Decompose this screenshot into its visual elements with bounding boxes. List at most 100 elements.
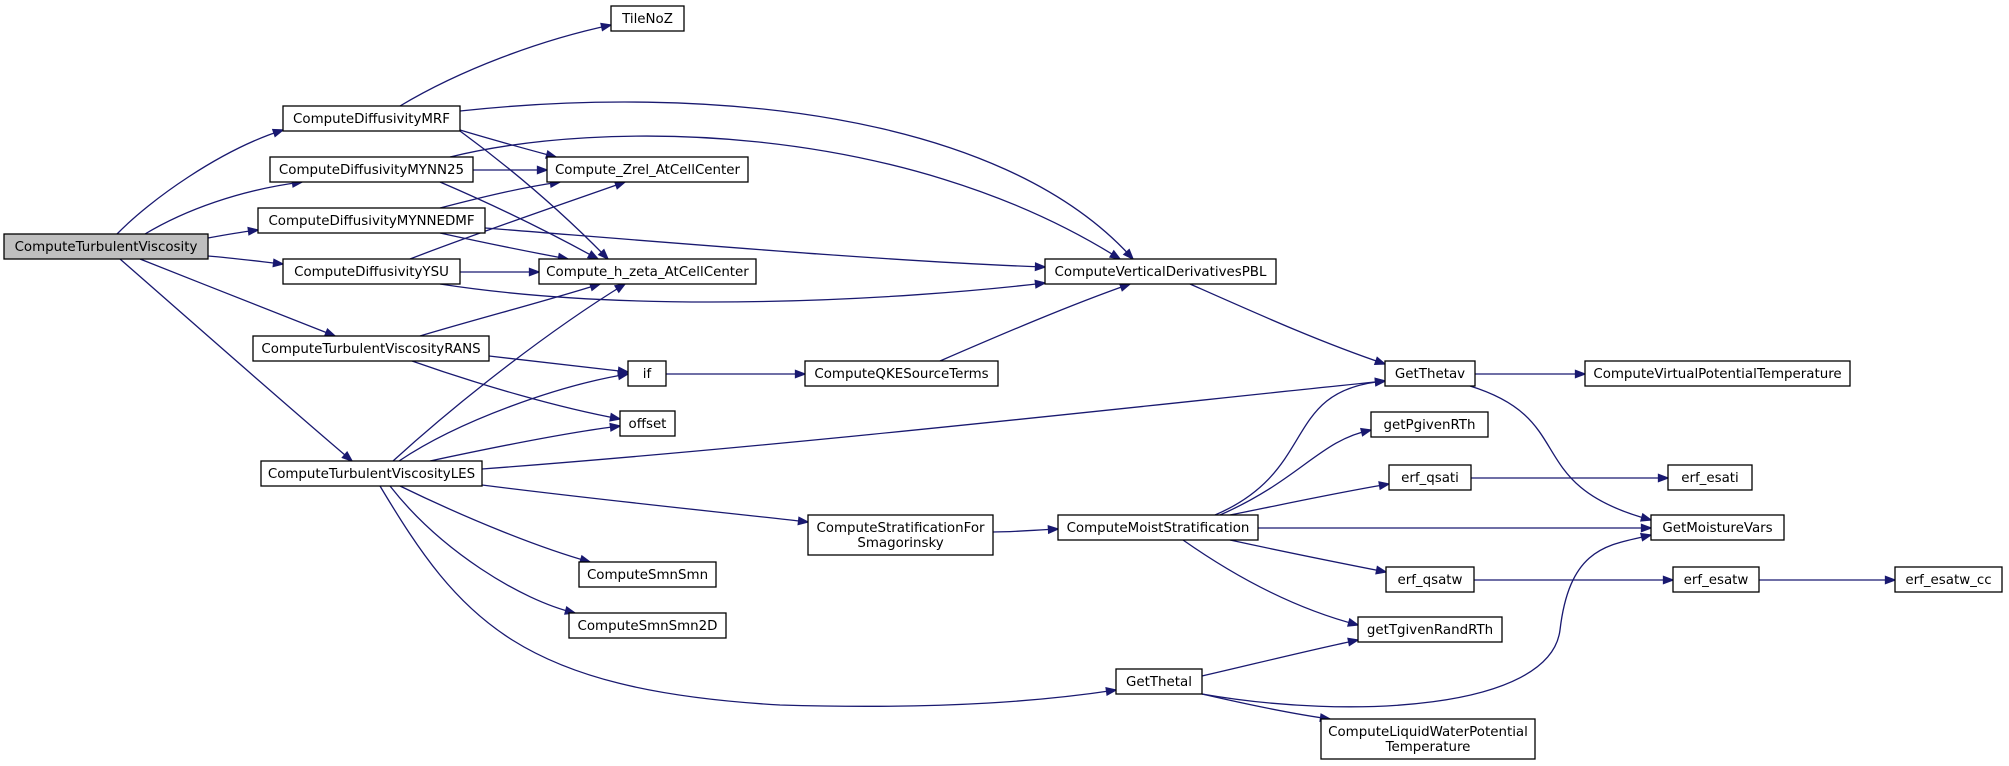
edge-line xyxy=(411,360,621,420)
edge-line xyxy=(1201,693,1331,720)
node-compute-zrel-at-cell-center[interactable]: Compute_Zrel_AtCellCenter xyxy=(546,156,749,183)
edge-compute-moist-stratification-to-erf-qsatw xyxy=(1229,539,1388,575)
node-box xyxy=(1057,514,1259,541)
edge-erf-qsati-to-erf-esati xyxy=(1471,473,1670,483)
edge-compute-diffusivity-ysu-to-compute-vertical-derivatives-pbl xyxy=(439,279,1047,303)
node-compute-h-zeta-at-cell-center[interactable]: Compute_h_zeta_AtCellCenter xyxy=(538,258,757,285)
edge-get-thetal-to-get-tgiven-rand-rth xyxy=(1201,637,1360,677)
edge-compute-turbulent-viscosity-to-compute-diffusivity-mrf xyxy=(116,128,285,235)
edge-line xyxy=(144,181,303,235)
node-compute-qkesource-terms[interactable]: ComputeQKESourceTerms xyxy=(804,360,999,387)
node-get-thetav[interactable]: GetThetav xyxy=(1384,360,1476,387)
node-compute-turbulent-viscosity-les[interactable]: ComputeTurbulentViscosityLES xyxy=(260,460,483,487)
edge-line xyxy=(207,255,284,265)
node-get-moisture-vars[interactable]: GetMoistureVars xyxy=(1650,514,1785,541)
edge-compute-moist-stratification-to-get-tgiven-rand-rth xyxy=(1182,539,1360,627)
edge-compute-turbulent-viscosity-rans-to-if xyxy=(488,355,630,376)
node-box xyxy=(1044,258,1277,285)
arrow-head xyxy=(1118,283,1132,292)
edge-line xyxy=(484,227,1046,268)
node-compute-smn-smn2-d[interactable]: ComputeSmnSmn2D xyxy=(568,612,727,639)
edge-compute-moist-stratification-to-get-moisture-vars xyxy=(1258,523,1653,533)
edge-compute-diffusivity-mynnedmf-to-compute-vertical-derivatives-pbl xyxy=(484,227,1047,272)
node-compute-turbulent-viscosity[interactable]: ComputeTurbulentViscosity xyxy=(3,233,209,260)
node-erf-qsati[interactable]: erf_qsati xyxy=(1388,464,1472,491)
edge-line xyxy=(409,181,626,260)
edge-compute-diffusivity-ysu-to-compute-zrel-at-cell-center xyxy=(409,181,627,260)
edge-compute-diffusivity-mynnedmf-to-compute-zrel-at-cell-center xyxy=(439,179,562,209)
edge-compute-turbulent-viscosity-les-to-compute-smn-smn xyxy=(399,485,592,564)
edge-line xyxy=(459,130,609,260)
node-compute-diffusivity-ysu[interactable]: ComputeDiffusivityYSU xyxy=(282,258,461,285)
arrow-head xyxy=(597,248,610,261)
node-box xyxy=(1650,514,1785,541)
edge-line xyxy=(481,380,1386,470)
node-compute-vertical-derivatives-pbl[interactable]: ComputeVerticalDerivativesPBL xyxy=(1044,258,1277,285)
edge-compute-turbulent-viscosity-to-compute-turbulent-viscosity-rans xyxy=(139,258,337,337)
node-get-pgiven-rth[interactable]: getPgivenRTh xyxy=(1370,411,1489,438)
edge-compute-turbulent-viscosity-les-to-offset xyxy=(429,422,622,462)
node-label: ComputeTurbulentViscosity xyxy=(15,240,198,255)
node-compute-diffusivity-mynnedmf[interactable]: ComputeDiffusivityMYNNEDMF xyxy=(257,207,486,234)
arrow-head xyxy=(617,371,630,381)
arrow-head xyxy=(323,327,337,337)
edge-get-thetal-to-compute-liquid-water-potential-temperature xyxy=(1201,693,1332,723)
edge-line xyxy=(1189,283,1386,365)
node-compute-virtual-potential-temperature[interactable]: ComputeVirtualPotentialTemperature xyxy=(1584,360,1851,387)
edge-line xyxy=(459,129,557,158)
node-erf-esatw-cc[interactable]: erf_esatw_cc xyxy=(1894,566,2003,593)
node-box xyxy=(578,561,717,588)
edge-get-thetal-to-get-moisture-vars xyxy=(1201,532,1653,708)
node-label: ComputeDiffusivityMYNNEDMF xyxy=(268,214,474,229)
node-offset[interactable]: offset xyxy=(619,410,676,437)
node-label: offset xyxy=(629,417,667,432)
arrow-head xyxy=(1047,524,1060,535)
arrow-head xyxy=(1884,575,1897,585)
node-erf-qsatw[interactable]: erf_qsatw xyxy=(1385,566,1475,593)
node-label: erf_esatw xyxy=(1684,573,1749,588)
arrow-head xyxy=(272,258,285,268)
arrow-head xyxy=(586,250,600,260)
edge-compute-turbulent-viscosity-les-to-get-thetav xyxy=(481,377,1387,470)
arrow-head xyxy=(1657,473,1670,483)
node-erf-esati[interactable]: erf_esati xyxy=(1667,464,1753,491)
node-compute-turbulent-viscosity-rans[interactable]: ComputeTurbulentViscosityRANS xyxy=(252,335,490,362)
edge-compute-turbulent-viscosity-les-to-get-thetal xyxy=(379,485,1118,707)
edge-line xyxy=(1229,483,1390,516)
edge-line xyxy=(1214,380,1386,516)
node-if[interactable]: if xyxy=(627,360,667,387)
edge-compute-moist-stratification-to-erf-qsati xyxy=(1229,481,1391,516)
node-erf-esatw[interactable]: erf_esatw xyxy=(1672,566,1760,593)
node-box xyxy=(257,207,486,234)
arrow-head xyxy=(1122,248,1135,261)
node-get-thetal[interactable]: GetThetal xyxy=(1115,668,1203,695)
node-compute-smn-smn[interactable]: ComputeSmnSmn xyxy=(578,561,717,588)
arrow-head xyxy=(528,267,541,277)
node-label: getTgivenRandRTh xyxy=(1367,623,1493,638)
node-box xyxy=(804,360,999,387)
edge-compute-diffusivity-mynnedmf-to-compute-h-zeta-at-cell-center xyxy=(439,232,570,262)
arrow-head xyxy=(1360,427,1373,437)
edge-line xyxy=(119,258,353,462)
edge-compute-diffusivity-ysu-to-compute-h-zeta-at-cell-center xyxy=(460,267,541,277)
node-box xyxy=(252,335,490,362)
node-compute-diffusivity-mrf[interactable]: ComputeDiffusivityMRF xyxy=(282,105,461,132)
node-label: if xyxy=(643,367,652,382)
edge-get-thetav-to-get-moisture-vars xyxy=(1469,385,1653,522)
edge-erf-qsatw-to-erf-esatw xyxy=(1474,575,1675,585)
node-compute-diffusivity-mynn25[interactable]: ComputeDiffusivityMYNN25 xyxy=(269,156,474,183)
node-tile-no-z[interactable]: TileNoZ xyxy=(610,5,685,32)
node-label: Smagorinsky xyxy=(857,536,943,551)
node-get-tgiven-rand-rth[interactable]: getTgivenRandRTh xyxy=(1357,616,1503,643)
edge-compute-qkesource-terms-to-compute-vertical-derivatives-pbl xyxy=(939,283,1132,362)
node-box xyxy=(1584,360,1851,387)
arrow-head xyxy=(1662,575,1675,585)
node-box xyxy=(619,410,676,437)
node-compute-moist-stratification[interactable]: ComputeMoistStratification xyxy=(1057,514,1259,541)
edge-line xyxy=(449,135,1121,260)
arrow-head xyxy=(247,226,260,236)
node-box xyxy=(1385,566,1475,593)
node-label: Compute_h_zeta_AtCellCenter xyxy=(546,265,749,280)
